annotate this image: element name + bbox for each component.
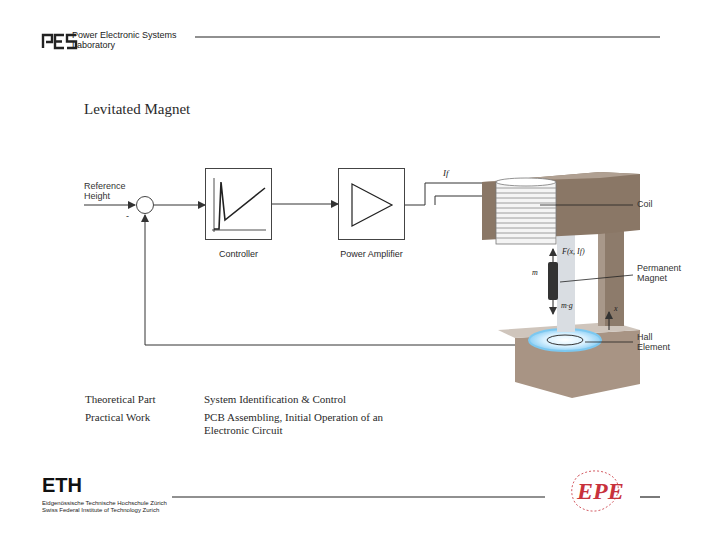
leader-line — [560, 275, 633, 282]
coil-windings — [496, 188, 556, 238]
block-label: Power Amplifier — [340, 249, 403, 259]
graph-curve — [214, 182, 265, 229]
eth-logo: ETH — [42, 474, 82, 497]
table-cell: Practical Work — [85, 411, 150, 424]
x-arrow — [609, 312, 610, 330]
amplifier-box: Power Amplifier — [338, 168, 405, 240]
table-cell: PCB Assembling, Initial Operation of an … — [204, 411, 394, 436]
table-cell: Theoretical Part — [85, 393, 156, 406]
winding — [496, 203, 556, 204]
lab-name: Power Electronic Systems Laboratory — [72, 30, 190, 51]
epe-logo: EPE — [577, 478, 624, 506]
part-label: Coil — [637, 199, 653, 209]
signal-connector — [272, 204, 338, 205]
leader-line — [540, 205, 633, 206]
controller-graph — [212, 178, 266, 232]
signal-connector — [154, 205, 205, 206]
coil — [496, 182, 556, 244]
weight-label: m·g — [561, 301, 573, 310]
force-label: F(x, If) — [562, 247, 585, 256]
graph-axis — [212, 230, 266, 231]
reference-wire — [84, 205, 135, 206]
part-label: Permanent Magnet — [637, 263, 689, 284]
logo-stroke — [55, 35, 64, 48]
block-label: Controller — [219, 249, 258, 259]
hall-element — [547, 335, 583, 345]
winding — [496, 223, 556, 224]
weight-arrow — [553, 300, 554, 314]
winding — [496, 188, 556, 189]
winding — [496, 238, 556, 239]
levitation-device — [482, 172, 640, 398]
mass-label: m — [532, 268, 538, 277]
part-label: Hall Element — [637, 332, 685, 353]
footer-rule — [172, 496, 545, 497]
device-column-edge — [598, 228, 605, 326]
header-rule — [195, 36, 660, 37]
force-arrow — [553, 249, 554, 262]
institute-name: Swiss Federal Institute of Technology Zu… — [42, 507, 159, 514]
position-label: x — [614, 304, 618, 313]
winding — [496, 228, 556, 229]
graph-axis — [214, 178, 215, 232]
amplifier-symbol — [352, 184, 392, 226]
permanent-magnet — [548, 262, 558, 300]
slide-title: Levitated Magnet — [84, 101, 190, 118]
leader-line — [585, 342, 633, 343]
coil-top — [496, 178, 556, 186]
signal-label: If — [443, 168, 449, 178]
sign-label: - — [126, 211, 129, 221]
summing-junction: - — [136, 196, 154, 214]
winding — [496, 233, 556, 234]
logo-stroke — [43, 35, 52, 48]
device-base — [515, 330, 640, 398]
hall-element-glow — [529, 329, 601, 351]
winding — [496, 208, 556, 209]
winding — [496, 193, 556, 194]
winding — [496, 213, 556, 214]
winding — [496, 218, 556, 219]
controller-box: Controller — [205, 168, 272, 240]
institute-name: Eidgenössische Technische Hochschule Zür… — [42, 500, 167, 507]
footer-rule — [640, 496, 660, 497]
table-cell: System Identification & Control — [204, 393, 346, 406]
signal-label: Reference Height — [84, 181, 136, 202]
winding — [496, 198, 556, 199]
pes-logo — [43, 35, 76, 48]
